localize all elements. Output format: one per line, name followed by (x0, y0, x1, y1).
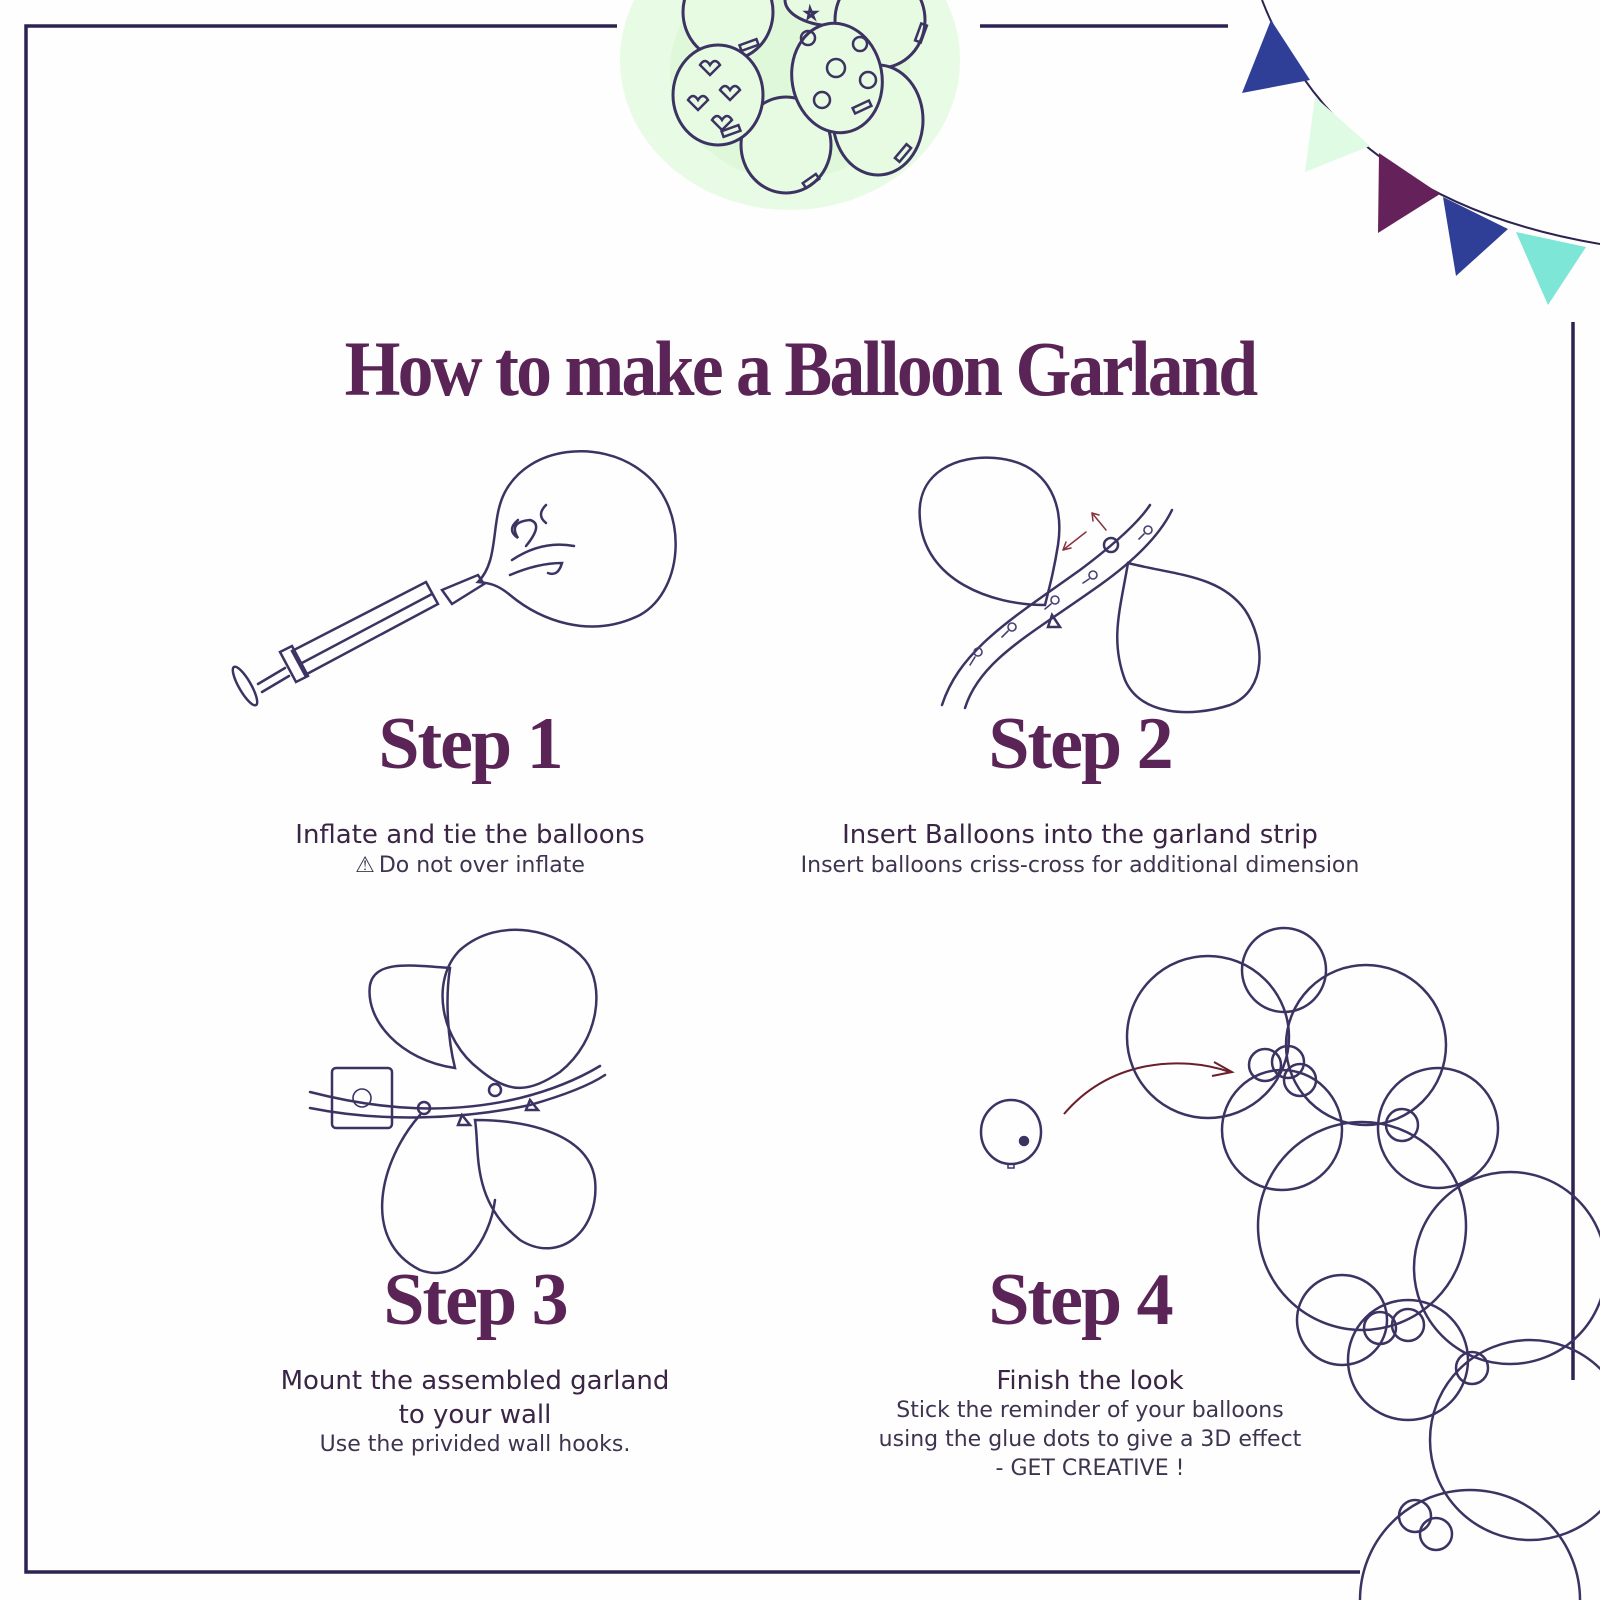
step-1-note-text: Do not over inflate (378, 853, 585, 878)
bunting-flags-icon (1242, 0, 1600, 305)
page-frame (24, 24, 1575, 1574)
wall-hook-garland-icon (308, 928, 607, 1275)
step-4-note-line3: - GET CREATIVE ! (995, 1456, 1185, 1481)
step-3-heading: Step 3 (383, 1259, 568, 1341)
step-3-note: Use the privided wall hooks. (319, 1432, 631, 1457)
step-3-subtitle-line1: Mount the assembled garland (280, 1366, 670, 1396)
step-1-note: ⚠Do not over inflate (220, 851, 720, 880)
balloon-arch-icon (979, 926, 1600, 1600)
step-4-note-line2: using the glue dots to give a 3D effect (878, 1427, 1302, 1452)
warning-triangle-icon: ⚠ (355, 853, 375, 878)
step-1-subtitle: Inflate and tie the balloons (295, 820, 645, 850)
step-3-subtitle-line2: to your wall (398, 1400, 552, 1430)
step-2-subtitle: Insert Balloons into the garland strip (842, 820, 1318, 850)
step-2-note: Insert balloons criss-cross for addition… (800, 853, 1360, 878)
step-4-note-line1: Stick the reminder of your balloons (896, 1398, 1284, 1423)
step-4-subtitle: Finish the look (996, 1366, 1184, 1396)
balloon-cluster-icon (620, 0, 960, 210)
step-2-heading: Step 2 (988, 703, 1173, 785)
page-title: How to make a Balloon Garland (344, 325, 1258, 413)
step-4-heading: Step 4 (988, 1259, 1173, 1341)
step-1-heading: Step 1 (378, 703, 563, 785)
garland-strip-icon (918, 456, 1261, 714)
balloon-pump-icon (231, 450, 677, 707)
